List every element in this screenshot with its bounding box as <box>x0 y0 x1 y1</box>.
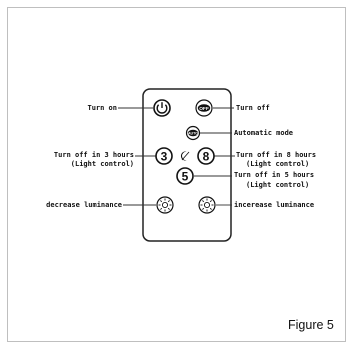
label-off-3h-line1: Turn off in 3 hours <box>53 151 134 159</box>
power-icon <box>156 104 168 114</box>
off-button-label: OFF <box>199 106 209 112</box>
off-button[interactable]: OFF <box>195 99 213 117</box>
auto-button-label: AUTO <box>188 132 198 136</box>
timer-3h-label: 3 <box>161 150 168 164</box>
label-off-5h-line2: (Light control) <box>246 181 310 189</box>
label-off-8h-line2: (Light control) <box>246 160 310 168</box>
increase-luminance-button[interactable] <box>198 196 216 214</box>
label-turn-off: Turn off <box>236 104 270 112</box>
timer-8h-label: 8 <box>203 150 210 164</box>
label-increase: incerease luminance <box>234 201 315 209</box>
label-turn-on: Turn on <box>87 104 117 112</box>
figure-caption: Figure 5 <box>288 318 334 332</box>
label-off-5h-line1: Turn off in 5 hours <box>234 171 315 179</box>
timer-8h-button[interactable]: 8 <box>197 147 215 165</box>
label-off-8h-line1: Turn off in 8 hours <box>236 151 317 159</box>
label-off-3h-line2: (Light control) <box>70 160 134 168</box>
decrease-luminance-button[interactable] <box>156 196 174 214</box>
brightness-up-icon <box>200 198 214 212</box>
auto-button[interactable]: AUTO <box>185 125 201 141</box>
brightness-down-icon <box>158 198 172 212</box>
timer-5h-label: 5 <box>182 170 189 184</box>
label-automatic-mode: Automatic mode <box>234 129 294 137</box>
light-sensor-icon <box>180 151 190 161</box>
timer-5h-button[interactable]: 5 <box>176 167 194 185</box>
label-decrease: decrease luminance <box>46 201 122 209</box>
timer-3h-button[interactable]: 3 <box>155 147 173 165</box>
power-button[interactable] <box>153 99 171 117</box>
